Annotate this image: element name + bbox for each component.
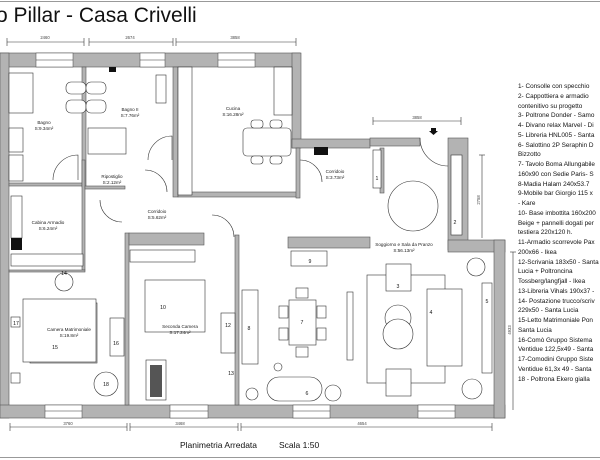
legend-line: 14- Postazione trucco/scriv xyxy=(518,297,595,305)
legend-line: testiera 220x120 h. xyxy=(518,229,573,237)
dim-right-upper: 2758 xyxy=(476,195,481,205)
room-cucina-name: Cucina xyxy=(226,106,241,111)
room-cabina-area: S:6.24m² xyxy=(39,226,58,231)
radiator-black xyxy=(109,67,116,72)
furniture-legend: 1- Consolle con specchio 2- Cappottiera e… xyxy=(518,82,600,384)
entrance-arrow-icon xyxy=(429,128,438,135)
legend-line: 5- Libreria HNL005 - Santa xyxy=(518,131,595,139)
legend-line: 17-Comodini Gruppo Siste xyxy=(518,356,594,363)
room-cucina-area: S:16.28m² xyxy=(222,112,244,117)
room-seconda-name: Seconda Camera xyxy=(162,324,198,329)
legend-line: - Kare xyxy=(518,200,536,207)
plan-caption: Planimetria Arredata xyxy=(180,440,258,450)
furniture-10: 10 xyxy=(160,305,166,311)
room-corridoio2-area: S:5.62m² xyxy=(148,215,167,220)
room-soggiorno-name: Soggiorno e Sala da Pranzo xyxy=(375,242,433,247)
room-cabina-name: Cabina Armadio xyxy=(32,220,65,225)
legend-line: 4- Divano relax Marvel - Di xyxy=(518,122,594,129)
room-matrimoniale-area: S:19.8m² xyxy=(60,333,79,338)
furniture-3: 3 xyxy=(397,284,400,290)
dim-bottom-1: 3760 xyxy=(63,421,73,426)
dim-bottom-2: 3468 xyxy=(175,421,185,426)
room-soggiorno-area: S:56.13m² xyxy=(393,248,415,253)
bottom-border xyxy=(0,457,600,458)
furniture-numbers: 1 2 3 4 5 6 7 8 9 10 12 13 14 15 16 17 1… xyxy=(13,176,488,397)
dim-top-1: 2460 xyxy=(40,35,50,40)
top-border xyxy=(0,1,600,2)
furniture-1: 1 xyxy=(376,176,379,182)
dim-right-lower: 4933 xyxy=(507,325,512,335)
legend-line: 3- Poltrone Donder - Samo xyxy=(518,112,595,120)
furniture-4: 4 xyxy=(430,310,433,316)
legend-line: contenitivo su progetto xyxy=(518,102,583,110)
furniture-13: 13 xyxy=(228,371,234,377)
bottom-dimension-lines: 3760 3468 4654 xyxy=(9,421,493,431)
legend-line: Santa Lucia xyxy=(518,326,552,334)
legend-line: 1- Consolle con specchio xyxy=(518,83,590,90)
room-bagno-name: Bagno xyxy=(37,120,51,125)
furniture-2: 2 xyxy=(454,220,457,226)
room-labels: Bagno S:9.34m² Bagno II S:7.76m² Riposti… xyxy=(32,106,434,338)
legend-line: 2- Cappottiera e armadio xyxy=(518,92,589,100)
top-dimension-lines: 2460 2674 3858 xyxy=(6,35,297,46)
furniture-15: 15 xyxy=(52,345,58,351)
room-bagno2-area: S:7.76m² xyxy=(121,113,140,118)
dim-entrance: 3858 xyxy=(412,115,422,120)
furniture-7: 7 xyxy=(301,320,304,326)
furniture-5: 5 xyxy=(486,299,489,305)
furniture-12: 12 xyxy=(225,323,231,329)
room-corridoio1-name: Corridoio xyxy=(326,169,345,174)
legend-line: Bizzotto xyxy=(518,151,541,159)
legend-line: 11-Armadio scorrevole Pax xyxy=(518,239,595,246)
legend-line: 160x90 con Sedie Paris- S xyxy=(518,170,594,178)
room-bagno2-name: Bagno II xyxy=(121,107,138,112)
legend-line: 9-Mobile bar Giorgio 115 x xyxy=(518,190,593,198)
entrance-dimension: 3858 2758 4933 xyxy=(372,115,516,410)
legend-line: 6- Salottino 2P Seraphin D xyxy=(518,141,594,149)
furniture-16: 16 xyxy=(113,341,119,347)
legend-line: 7- Tavolo Boma Allungabile xyxy=(518,161,595,168)
furniture-14: 14 xyxy=(61,271,67,277)
legend-line: Lucia + Poltroncina xyxy=(518,268,573,276)
dim-top-2: 2674 xyxy=(125,35,135,40)
windows xyxy=(35,52,456,419)
room-seconda-area: S:17.24m² xyxy=(169,330,191,335)
legend-line: Ventidue 61,3x 49 - Santa xyxy=(518,365,592,373)
legend-line: 10- Base imbottita 160x200 xyxy=(518,209,596,217)
furniture xyxy=(8,66,493,402)
plan-scale: Scala 1:50 xyxy=(279,440,320,450)
room-corridoio1-area: S:3.73m² xyxy=(326,175,345,180)
legend-line: Ventidue 122,5x49 - Santa xyxy=(518,346,594,354)
legend-line: Tossberg/langfjall - Ikea xyxy=(518,278,586,285)
legend-line: 16-Comò Gruppo Sistema xyxy=(518,336,593,344)
legend-line: 12-Scrivania 183x50 - Santa xyxy=(518,258,599,266)
legend-line: 15-Letto Matrimoniale Pon xyxy=(518,317,593,324)
legend-line: 229x50 - Santa Lucia xyxy=(518,307,579,315)
legend-line: 18 - Poltrona Ekero gialla xyxy=(518,375,590,383)
page-title: o Pillar - Casa Crivelli xyxy=(0,4,197,27)
furniture-9: 9 xyxy=(309,259,312,265)
room-bagno-area: S:9.34m² xyxy=(35,126,54,131)
dim-bottom-3: 4654 xyxy=(357,421,367,426)
legend-line: 13-Libreria Vihals 190x37 - xyxy=(518,287,595,295)
legend-line: Beige + pannelli dogati per xyxy=(518,219,594,227)
furniture-17: 17 xyxy=(13,321,19,327)
room-corridoio2-name: Corridoio xyxy=(148,209,167,214)
room-ripostiglio-area: S:2.12m² xyxy=(103,180,122,185)
legend-line: 200x66 - Ikea xyxy=(518,248,557,256)
room-matrimoniale-name: Camera Matrimoniale xyxy=(47,327,91,332)
dim-top-3: 3858 xyxy=(230,35,240,40)
furniture-6: 6 xyxy=(306,391,309,397)
legend-line: 8-Madia Halam 240x53.7 xyxy=(518,180,590,188)
doors xyxy=(52,135,449,238)
furniture-18: 18 xyxy=(103,382,109,388)
furniture-8: 8 xyxy=(248,326,251,332)
room-ripostiglio-name: Ripostiglio xyxy=(101,174,123,179)
